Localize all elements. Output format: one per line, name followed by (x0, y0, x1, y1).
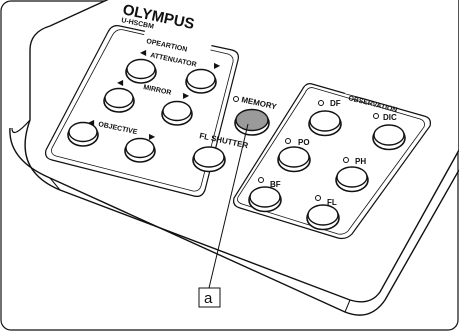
bf-indicator-led (258, 177, 264, 183)
ph-indicator-led (343, 157, 349, 163)
fl-shutter-button[interactable] (192, 146, 226, 173)
callout-label: a (204, 290, 213, 307)
objective-right-arrow: ▶ (149, 132, 156, 141)
df-indicator-led (318, 100, 324, 106)
attenuator-right-arrow: ▶ (214, 61, 221, 70)
dic-indicator-led (373, 113, 379, 119)
mirror-left-arrow: ◀ (117, 78, 124, 87)
memory-indicator-led (233, 96, 239, 102)
objective-right-button[interactable] (124, 137, 156, 163)
attenuator-left-arrow: ◀ (140, 48, 147, 57)
objective-left-arrow: ◀ (88, 118, 95, 127)
df-button[interactable] (308, 110, 342, 137)
ph-button[interactable] (335, 166, 369, 193)
attenuator-left-button[interactable] (125, 58, 157, 84)
bf-label: BF (270, 180, 281, 189)
objective-left-button[interactable] (67, 121, 99, 147)
dic-label: DIC (383, 113, 397, 122)
fl-button[interactable] (306, 204, 340, 231)
bf-button[interactable] (248, 186, 282, 213)
po-button[interactable] (277, 146, 311, 173)
dic-button[interactable] (372, 124, 406, 151)
mirror-right-button[interactable] (161, 100, 193, 126)
attenuator-right-button[interactable] (185, 68, 217, 94)
df-label: DF (330, 99, 341, 108)
callout-box (198, 287, 221, 308)
callout-leader-line (208, 123, 249, 289)
mirror-right-arrow: ▶ (183, 91, 190, 100)
fl-label: FL (327, 198, 337, 207)
fl-indicator-led (315, 195, 321, 201)
mirror-left-button[interactable] (103, 87, 135, 113)
ph-label: PH (355, 157, 366, 166)
memory-button[interactable] (234, 108, 270, 136)
po-indicator-led (285, 138, 291, 144)
po-label: PO (298, 138, 310, 147)
